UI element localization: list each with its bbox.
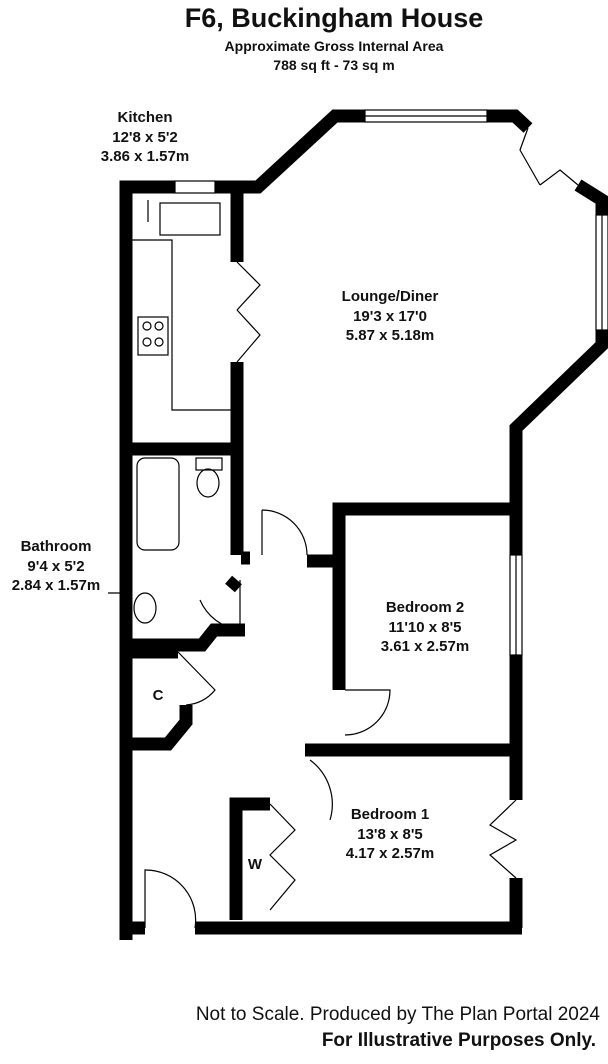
bedroom1-window-door — [488, 799, 518, 879]
area-value: 788 sq ft - 73 sq m — [273, 57, 395, 73]
floor-plan — [108, 109, 608, 940]
room-metric: 3.86 x 1.57m — [100, 148, 190, 165]
kitchen-double-door — [236, 261, 261, 363]
room-name: Bedroom 2 — [385, 599, 465, 616]
fixtures — [108, 109, 608, 929]
room-lounge-diner: Lounge/Diner 19'3 x 17'0 5.87 x 5.18m — [315, 287, 465, 346]
room-metric: 4.17 x 2.57m — [345, 845, 435, 862]
footer-disclaimer: For Illustrative Purposes Only. — [321, 1030, 596, 1051]
room-kitchen: Kitchen 12'8 x 5'2 3.86 x 1.57m — [70, 108, 220, 167]
room-imperial: 12'8 x 5'2 — [112, 128, 178, 146]
wardrobe-door — [269, 803, 296, 911]
area-label: Approximate Gross Internal Area — [224, 38, 444, 54]
room-bedroom-2: Bedroom 2 11'10 x 8'5 3.61 x 2.57m — [350, 598, 500, 657]
room-name: Bedroom 1 — [350, 806, 430, 823]
cupboard-door — [177, 651, 216, 706]
room-bedroom-1: Bedroom 1 13'8 x 8'5 4.17 x 2.57m — [315, 805, 465, 864]
room-imperial: 11'10 x 8'5 — [388, 618, 462, 636]
room-imperial: 13'8 x 8'5 — [357, 825, 423, 843]
room-imperial: 9'4 x 5'2 — [27, 557, 85, 575]
cupboard-label: C — [152, 687, 164, 704]
wardrobe-label: W — [247, 856, 263, 873]
window — [174, 180, 216, 194]
toilet — [196, 468, 220, 498]
room-metric: 3.61 x 2.57m — [380, 638, 470, 655]
lounge-door — [261, 509, 308, 556]
room-imperial: 19'3 x 17'0 — [353, 307, 427, 325]
entrance-door — [144, 869, 197, 929]
room-name: Bathroom — [20, 538, 92, 555]
sink — [159, 202, 221, 236]
basin — [133, 592, 157, 624]
bedroom1-door — [309, 759, 333, 821]
room-name: Kitchen — [117, 109, 173, 126]
room-metric: 5.87 x 5.18m — [345, 327, 435, 344]
hob — [137, 316, 169, 356]
walls — [119, 109, 608, 940]
bedroom2-door — [344, 689, 391, 736]
footer-note: Not to Scale. Produced by The Plan Porta… — [195, 1004, 600, 1025]
room-bathroom: Bathroom 9'4 x 5'2 2.84 x 1.57m — [0, 537, 112, 596]
plan-title: F6, Buckingham House — [184, 3, 484, 33]
toilet-cistern — [195, 457, 223, 471]
balcony-door — [519, 127, 579, 186]
room-name: Lounge/Diner — [341, 288, 439, 305]
bathroom-door — [199, 580, 241, 631]
room-metric: 2.84 x 1.57m — [11, 577, 101, 594]
bath — [136, 457, 180, 551]
